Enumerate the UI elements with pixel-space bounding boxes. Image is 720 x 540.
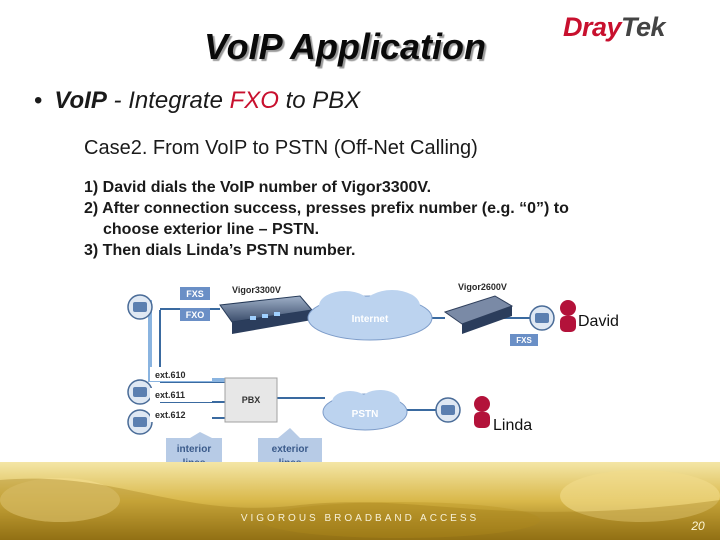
- person-icon: [474, 396, 490, 428]
- fxs-right-label: FXS: [516, 336, 532, 345]
- vigor3300-label: Vigor3300V: [232, 285, 281, 295]
- footer-tagline: VIGOROUS BROADBAND ACCESS: [241, 513, 479, 524]
- fxs-left-label: FXS: [186, 289, 204, 299]
- router-icon: [445, 296, 512, 334]
- interior-pointer: [190, 432, 212, 438]
- phone-icon: [128, 295, 152, 319]
- pbx-label: PBX: [242, 395, 261, 405]
- page-number: 20: [690, 519, 705, 533]
- vigor2600-label: Vigor2600V: [458, 282, 507, 292]
- ext612-label: ext.612: [155, 410, 186, 420]
- david-label: David: [578, 313, 619, 330]
- ext610-label: ext.610: [155, 370, 186, 380]
- phone-icon: [128, 410, 152, 434]
- phone-icon: [530, 306, 554, 330]
- interior-line1: interior: [177, 444, 212, 455]
- fxo-left-label: FXO: [186, 310, 205, 320]
- phone-icon: [436, 398, 460, 422]
- internet-label: Internet: [352, 314, 389, 325]
- gold-footer-decoration: [0, 462, 720, 540]
- person-icon: [560, 300, 576, 332]
- pstn-label: PSTN: [352, 409, 379, 420]
- phone-icon: [128, 380, 152, 404]
- exterior-pointer: [278, 428, 300, 438]
- router-icon: [220, 296, 312, 334]
- linda-label: Linda: [493, 417, 532, 434]
- exterior-line1: exterior: [272, 444, 309, 455]
- ext611-label: ext.611: [155, 390, 185, 400]
